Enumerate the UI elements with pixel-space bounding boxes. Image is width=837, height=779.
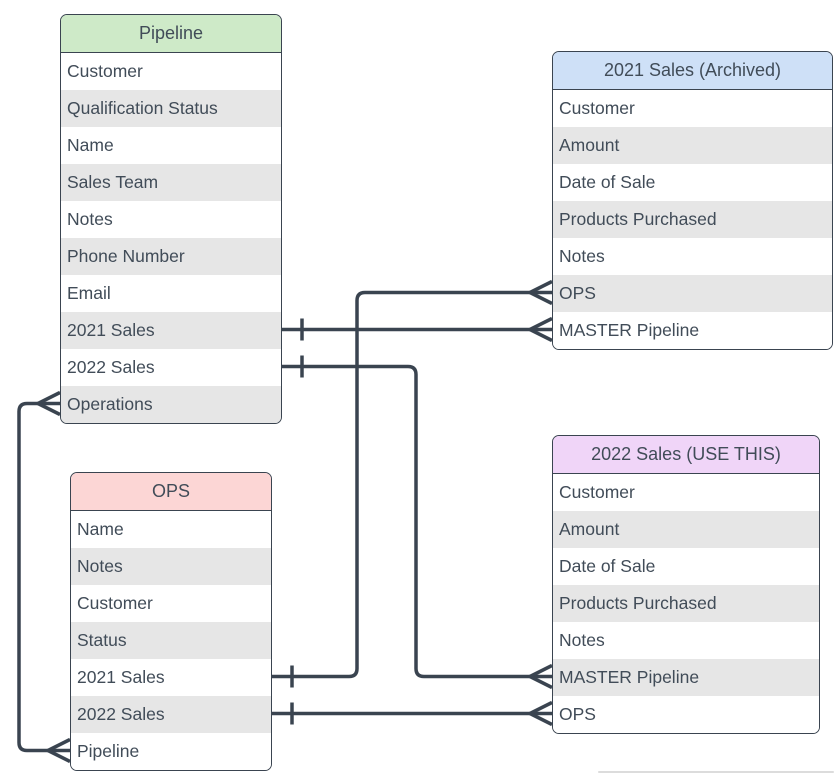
- entity-field-row: Customer: [553, 90, 832, 127]
- entity-field-row: Customer: [71, 585, 271, 622]
- entity-title: Pipeline: [61, 15, 281, 53]
- entity-field-row: Email: [61, 275, 281, 312]
- entity-field-row: Phone Number: [61, 238, 281, 275]
- entity-field-row: Date of Sale: [553, 548, 819, 585]
- entity-field-row: Name: [71, 511, 271, 548]
- crows-foot-marker: [529, 700, 553, 727]
- entity-field-row: Notes: [71, 548, 271, 585]
- crows-foot-marker: [529, 663, 553, 690]
- entity-field-row: 2022 Sales: [61, 349, 281, 386]
- entity-field-row: Products Purchased: [553, 201, 832, 238]
- connector-ops2021sales-to-archived-ops[interactable]: [272, 279, 553, 688]
- entity-field-row: Operations: [61, 386, 281, 423]
- entity-title: 2022 Sales (USE THIS): [553, 436, 819, 474]
- entity-field-row: Pipeline: [71, 733, 271, 770]
- entity-field-row: Status: [71, 622, 271, 659]
- entity-field-row: Qualification Status: [61, 90, 281, 127]
- connector-pipelineoperations-to-ops-pipeline[interactable]: [17, 390, 71, 764]
- connector-line: [272, 290, 552, 679]
- entity-field-row: Products Purchased: [553, 585, 819, 622]
- entity-field-row: MASTER Pipeline: [553, 659, 819, 696]
- connector-line: [282, 364, 552, 679]
- crows-foot-marker: [37, 390, 61, 417]
- connector-pipeline2021sales-to-archived-masterpipeline[interactable]: [282, 316, 553, 343]
- entity-field-row: Name: [61, 127, 281, 164]
- connector-pipeline2022sales-to-usethis-masterpipeline[interactable]: [282, 355, 553, 690]
- entity-field-row: Notes: [553, 238, 832, 275]
- entity-field-row: 2022 Sales: [71, 696, 271, 733]
- connector-ops2022sales-to-usethis-ops[interactable]: [272, 700, 553, 727]
- entity-field-row: Amount: [553, 127, 832, 164]
- cutoff-shape-edge: [598, 771, 834, 773]
- entity-field-row: Notes: [553, 622, 819, 659]
- crows-foot-marker: [529, 316, 553, 343]
- entity-field-row: OPS: [553, 696, 819, 733]
- entity-field-row: Amount: [553, 511, 819, 548]
- entity-field-row: Customer: [61, 53, 281, 90]
- entity-field-row: MASTER Pipeline: [553, 312, 832, 349]
- entity-field-row: 2021 Sales: [61, 312, 281, 349]
- crows-foot-marker: [529, 279, 553, 306]
- entity-field-row: Date of Sale: [553, 164, 832, 201]
- entity-field-row: OPS: [553, 275, 832, 312]
- entity-title: 2021 Sales (Archived): [553, 52, 832, 90]
- crows-foot-marker: [47, 737, 71, 764]
- entity-field-row: Sales Team: [61, 164, 281, 201]
- entity-field-row: 2021 Sales: [71, 659, 271, 696]
- entity-title: OPS: [71, 473, 271, 511]
- entity-field-row: Notes: [61, 201, 281, 238]
- connector-line: [17, 401, 70, 753]
- entity-field-row: Customer: [553, 474, 819, 511]
